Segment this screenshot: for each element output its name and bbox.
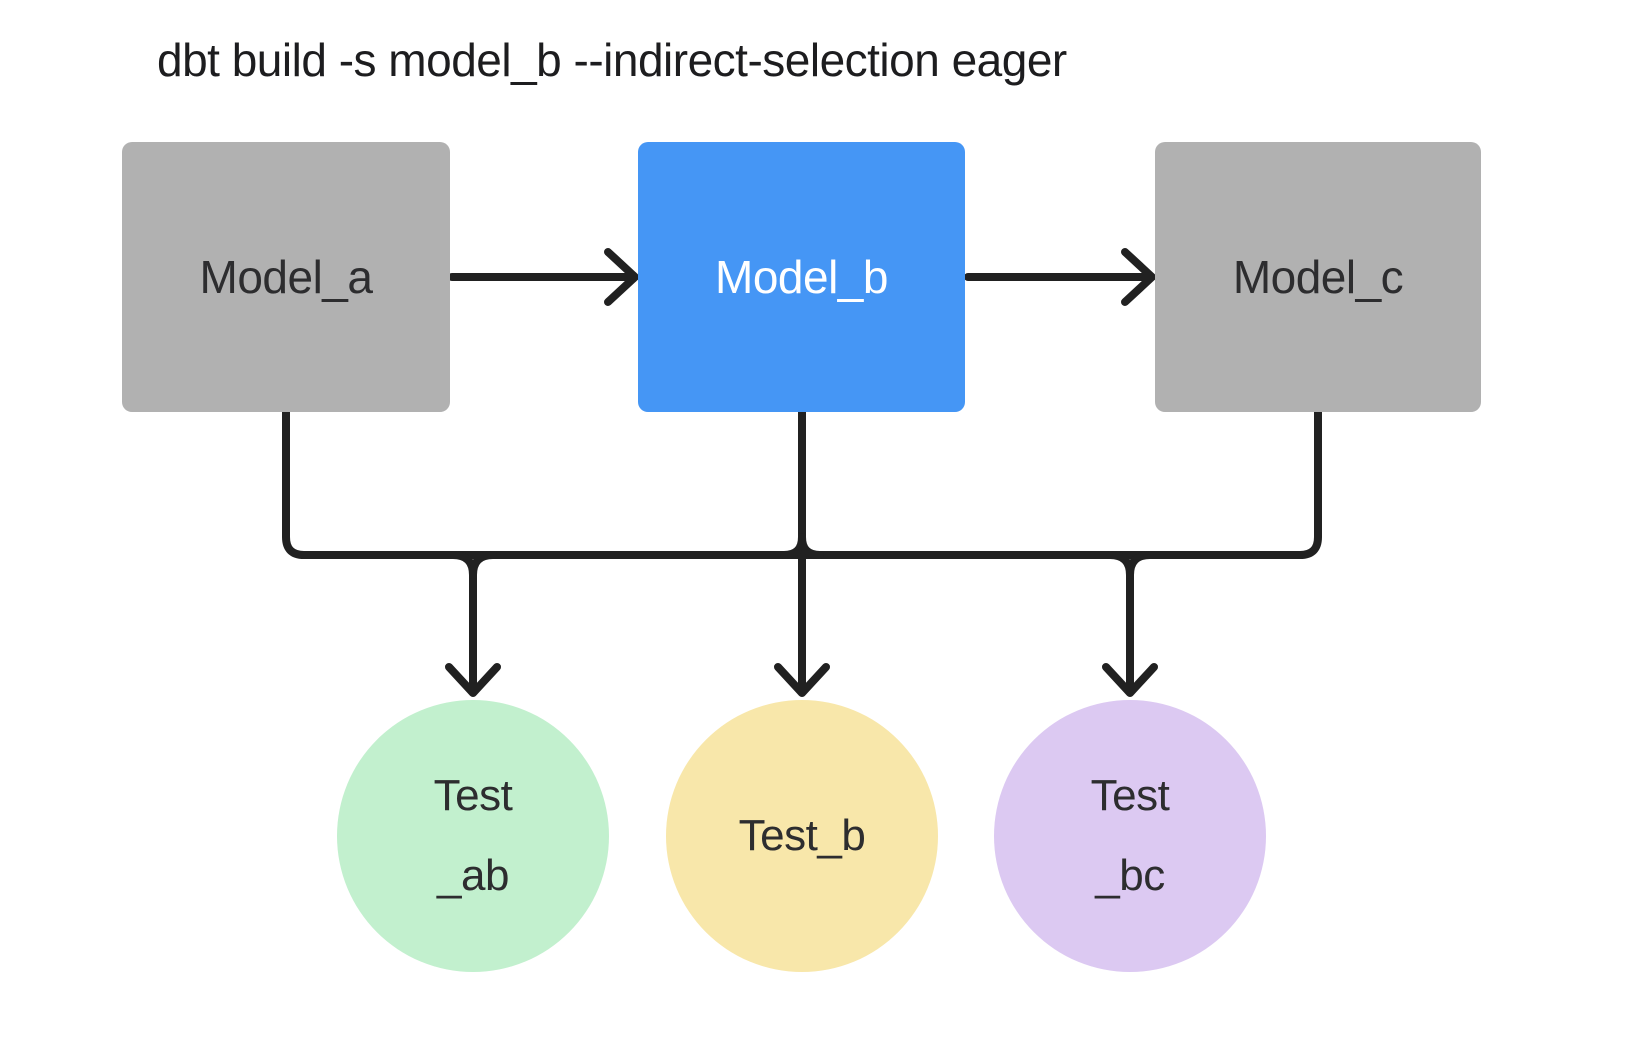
node-test-b: Test_b (666, 700, 938, 972)
node-model-b: Model_b (638, 142, 965, 412)
node-test-ab: Test _ab (337, 700, 609, 972)
node-model-c-label: Model_c (1232, 251, 1404, 303)
node-test-bc: Test _bc (994, 700, 1266, 972)
node-test-ab-label-line1: Test (433, 771, 513, 820)
edge-model-b-to-model-c (964, 248, 1156, 306)
edge-fillet-test-ab-right (469, 551, 497, 579)
node-test-ab-label-line2: _ab (437, 851, 509, 900)
node-test-bc-label-line2: _bc (1095, 851, 1165, 900)
node-test-bc-label-line1: Test (1090, 771, 1170, 820)
edge-model-a-to-model-b (448, 248, 639, 306)
node-model-a: Model_a (122, 142, 450, 412)
node-model-b-label: Model_b (715, 251, 888, 303)
edge-fillet-test-bc-left (1106, 551, 1134, 579)
node-test-b-label-line1: Test_b (738, 811, 866, 860)
node-model-a-label: Model_a (199, 251, 373, 303)
diagram-title: dbt build -s model_b --indirect-selectio… (157, 34, 1067, 86)
node-model-c: Model_c (1155, 142, 1481, 412)
edge-fillet-model-b-right (798, 533, 824, 559)
